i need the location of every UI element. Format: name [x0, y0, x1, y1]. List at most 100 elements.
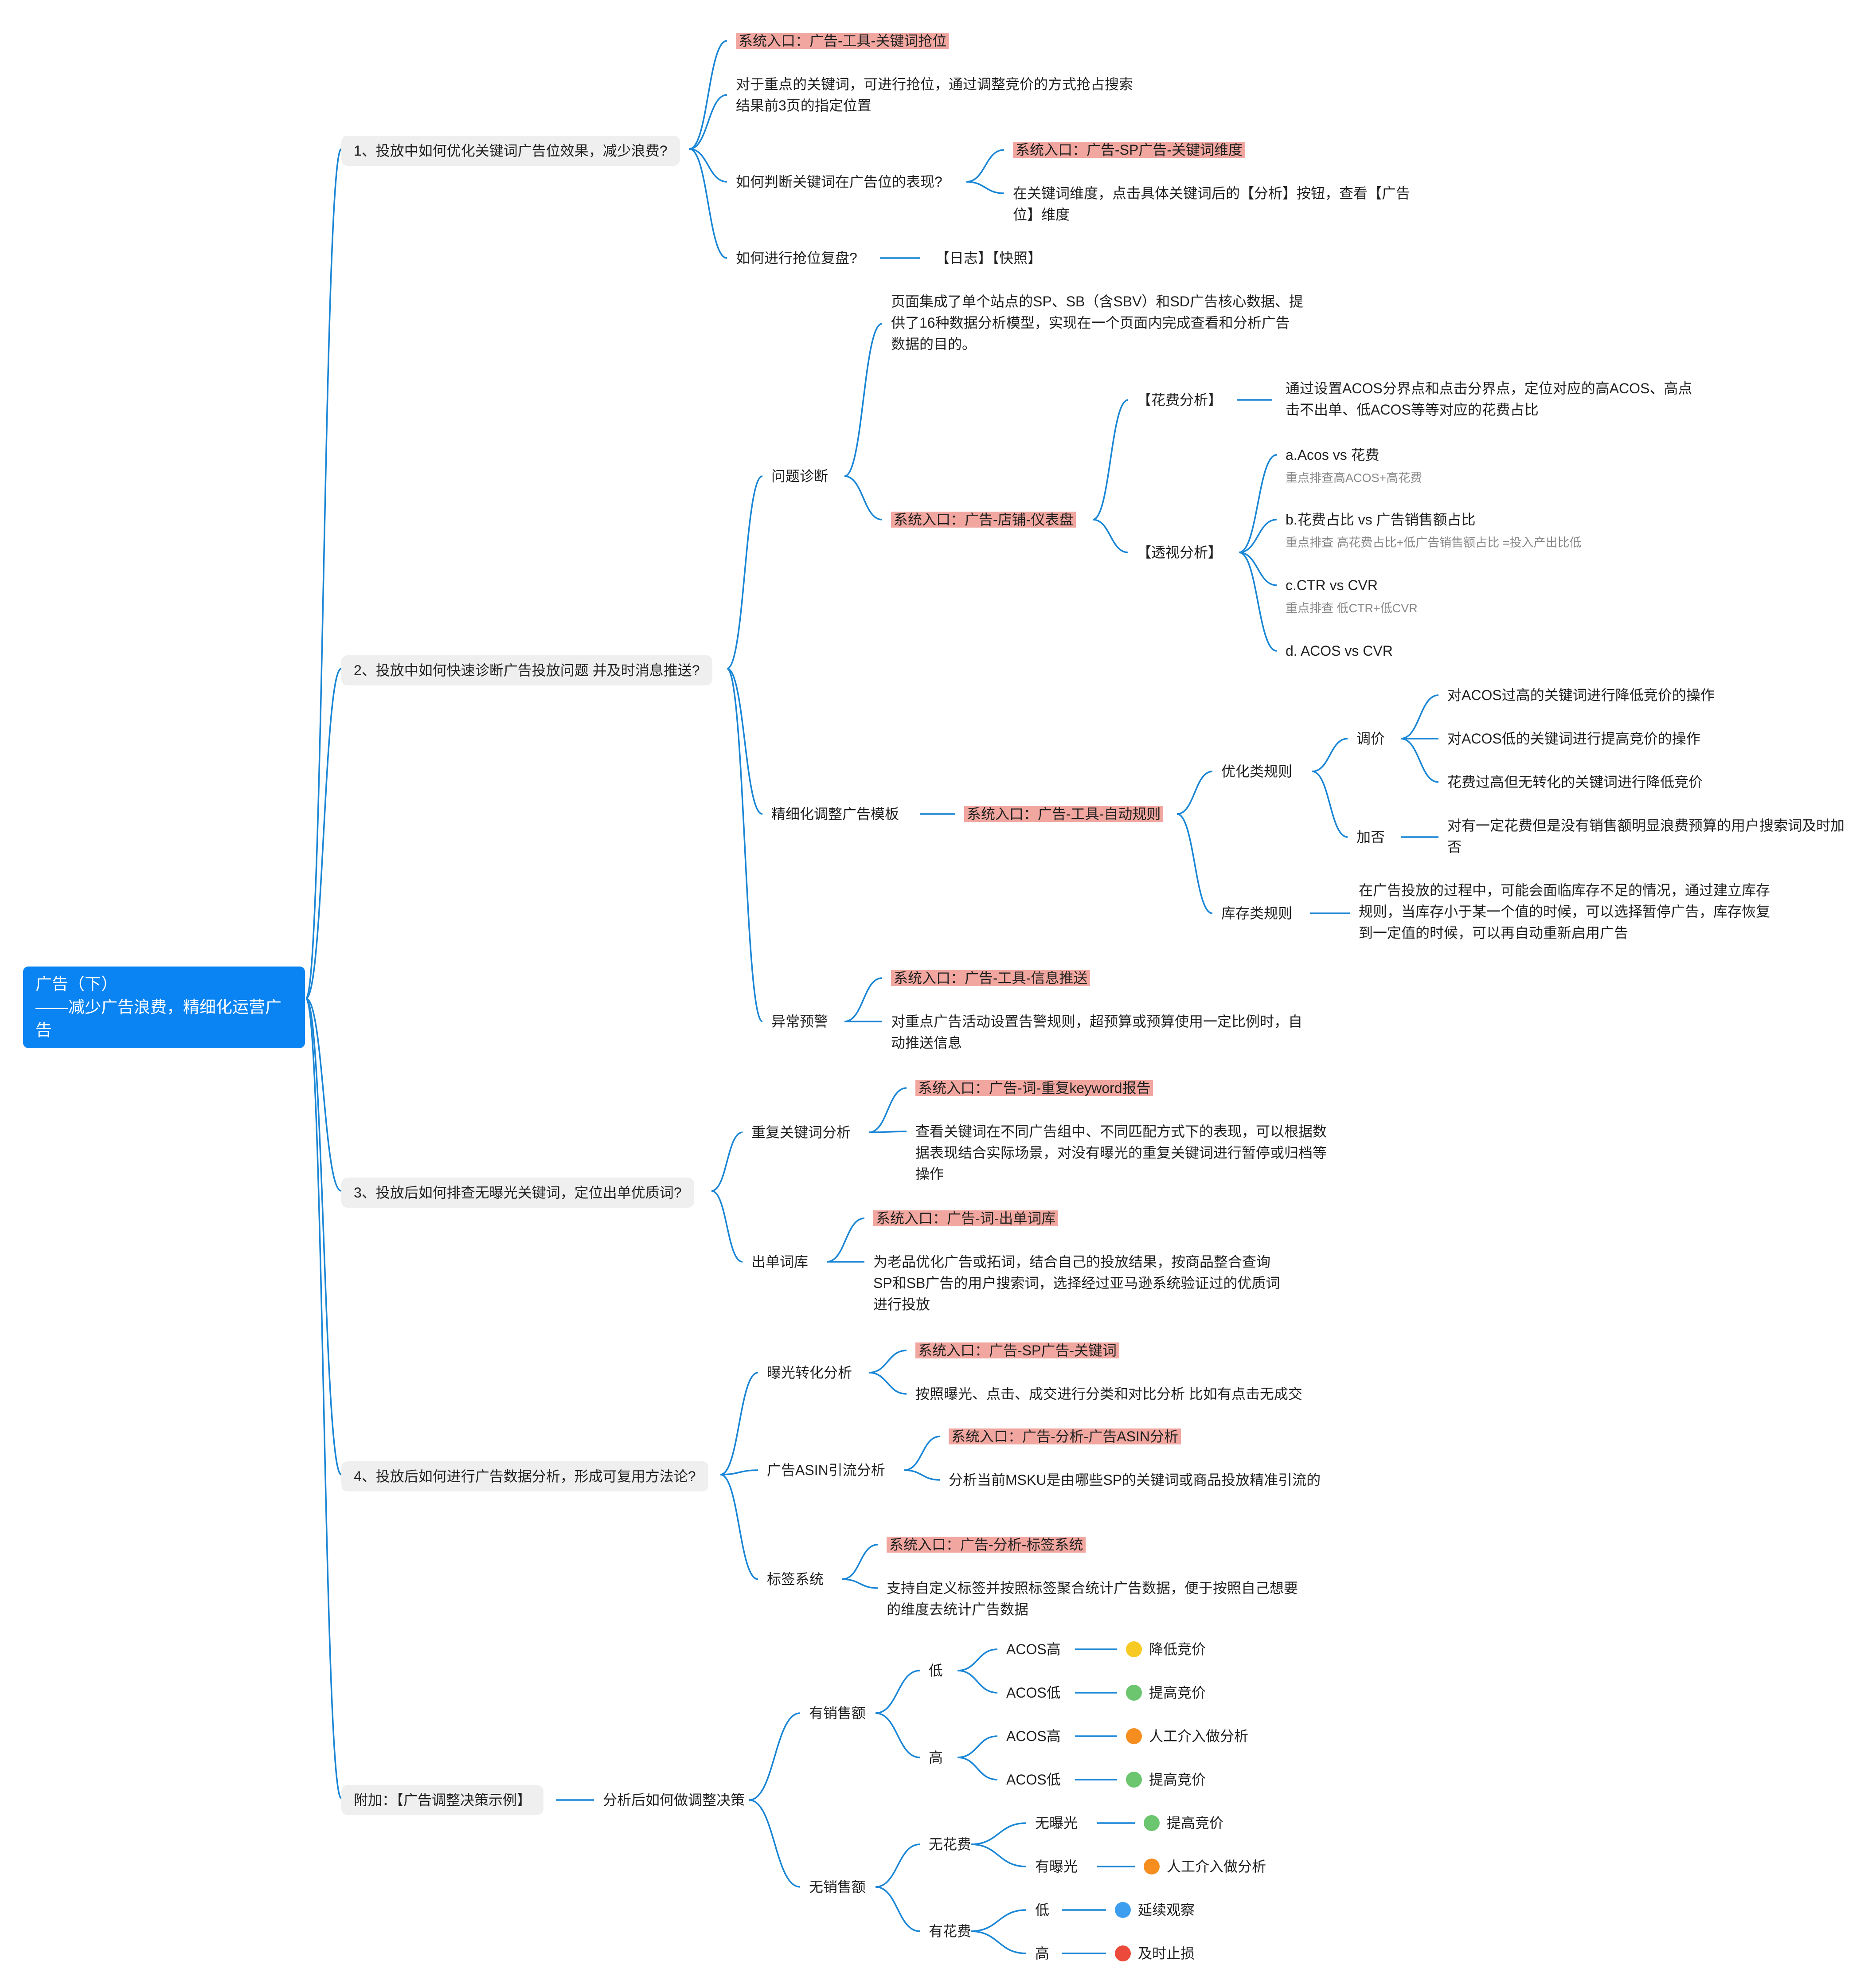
no-spend[interactable]: 无花费 — [929, 1836, 972, 1852]
inventory-desc: 在广告投放的过程中，可能会面临库存不足的情况，通过建立库存规则，当库存小于某一个… — [1359, 882, 1770, 941]
dup-keyword[interactable]: 重复关键词分析 — [751, 1124, 851, 1140]
connector — [305, 998, 342, 1192]
sales-low[interactable]: 低 — [929, 1663, 943, 1679]
connector — [1239, 454, 1277, 553]
entry-keyword-grab[interactable]: 系统入口：广告-工具-关键词抢位 — [736, 30, 950, 51]
green-marker-icon — [1144, 1815, 1160, 1831]
entry-dup-report[interactable]: 系统入口：广告-词-重复keyword报告 — [915, 1077, 1153, 1099]
topic-diagnose[interactable]: 2、投放中如何快速诊断广告投放问题 并及时消息推送? — [341, 655, 712, 685]
connector — [305, 668, 342, 999]
entry-sp-kw[interactable]: 系统入口：广告-SP广告-关键词 — [915, 1340, 1120, 1361]
order-lib[interactable]: 出单词库 — [751, 1254, 809, 1270]
no-exposure: 无曝光 — [1035, 1815, 1078, 1831]
yellow-marker-icon — [1126, 1641, 1142, 1657]
entry-highlight: 系统入口：广告-工具-自动规则 — [964, 806, 1164, 822]
exposure-analysis[interactable]: 曝光转化分析 — [767, 1365, 852, 1381]
connector — [875, 1670, 920, 1714]
spend-high: 高 — [1035, 1945, 1050, 1961]
connector — [1400, 738, 1439, 783]
entry-dashboard[interactable]: 系统入口：广告-店铺-仪表盘 — [891, 509, 1076, 530]
desc-keyword-grab: 对于重点的关键词，可进行抢位，通过调整竞价的方式抢占搜索结果前3页的指定位置 — [736, 76, 1133, 113]
connector — [1400, 694, 1439, 740]
desc-analysis-button: 在关键词维度，点击具体关键词后的【分析】按钮，查看【广告位】维度 — [1013, 185, 1411, 223]
connector — [957, 1757, 998, 1781]
result-raise-bid: 提高竞价 — [1167, 1815, 1224, 1831]
judge-keyword-position[interactable]: 如何判断关键词在广告位的表现? — [736, 174, 942, 190]
blue-marker-icon — [1115, 1902, 1131, 1918]
template-adjust[interactable]: 精细化调整广告模板 — [771, 806, 899, 822]
bid-adjust-2: 对ACOS低的关键词进行提高竞价的操作 — [1447, 731, 1700, 747]
connector — [904, 1469, 940, 1481]
connector — [966, 181, 1004, 194]
bid-adjust[interactable]: 调价 — [1356, 731, 1385, 747]
entry-highlight: 系统入口：广告-工具-信息推送 — [891, 970, 1090, 986]
connector — [305, 998, 342, 1799]
entry-order-lib[interactable]: 系统入口：广告-词-出单词库 — [873, 1208, 1059, 1229]
connector — [842, 1578, 878, 1589]
anomaly-alert[interactable]: 异常预警 — [771, 1014, 829, 1029]
has-spend[interactable]: 有花费 — [929, 1923, 972, 1939]
low-acos-low: ACOS低 — [1006, 1685, 1061, 1701]
entry-tag[interactable]: 系统入口：广告-分析-标签系统 — [887, 1534, 1086, 1555]
no-sales[interactable]: 无销售额 — [809, 1879, 866, 1895]
high-acos-high: ACOS高 — [1006, 1728, 1061, 1744]
result-keep-watching: 延续观察 — [1138, 1902, 1195, 1918]
asin-desc: 分析当前MSKU是由哪些SP的关键词或商品投放精准引流的 — [949, 1472, 1321, 1488]
connector — [1176, 813, 1213, 914]
connector — [305, 148, 342, 999]
entry-highlight: 系统入口：广告-分析-标签系统 — [887, 1537, 1086, 1553]
decision-after-analysis[interactable]: 分析后如何做调整决策 — [603, 1792, 745, 1808]
connector — [1239, 519, 1277, 553]
entry-sp-keyword[interactable]: 系统入口：广告-SP广告-关键词维度 — [1013, 139, 1246, 160]
result-manual-analysis: 人工介入做分析 — [1149, 1728, 1249, 1744]
spend-desc: 通过设置ACOS分界点和点击分界点，定位对应的高ACOS、高点击不出单、低ACO… — [1286, 380, 1692, 418]
perspective-analysis[interactable]: 【透视分析】 — [1137, 544, 1223, 560]
entry-asin[interactable]: 系统入口：广告-分析-广告ASIN分析 — [949, 1426, 1181, 1447]
negate[interactable]: 加否 — [1356, 829, 1385, 845]
connector — [720, 1469, 758, 1475]
topic-data-analysis[interactable]: 4、投放后如何进行广告数据分析，形成可复用方法论? — [341, 1461, 708, 1491]
diag-desc: 页面集成了单个站点的SP、SB（含SBV）和SD广告核心数据、提供了16种数据分… — [891, 294, 1303, 352]
optimize-rules[interactable]: 优化类规则 — [1221, 763, 1293, 779]
inventory-rules[interactable]: 库存类规则 — [1221, 905, 1293, 921]
connector — [305, 998, 342, 1475]
log-snapshot: 【日志】【快照】 — [935, 250, 1042, 266]
connector — [1176, 771, 1213, 815]
dup-desc: 查看关键词在不同广告组中、不同匹配方式下的表现，可以根据数据表现结合实际场景，对… — [915, 1123, 1327, 1182]
connector — [749, 1712, 801, 1801]
connector — [970, 1909, 1027, 1932]
entry-push[interactable]: 系统入口：广告-工具-信息推送 — [891, 967, 1090, 989]
topic-keyword-position[interactable]: 1、投放中如何优化关键词广告位效果，减少浪费? — [341, 136, 680, 166]
connector — [868, 1131, 907, 1133]
entry-highlight: 系统入口：广告-店铺-仪表盘 — [891, 512, 1076, 528]
connector — [875, 1886, 920, 1932]
connector — [868, 1350, 907, 1374]
review-position[interactable]: 如何进行抢位复盘? — [736, 250, 857, 266]
result-raise-bid: 提高竞价 — [1149, 1685, 1206, 1701]
problem-diagnosis[interactable]: 问题诊断 — [771, 468, 829, 484]
connector — [1312, 771, 1348, 838]
tag-system[interactable]: 标签系统 — [767, 1571, 824, 1587]
spend-analysis[interactable]: 【花费分析】 — [1137, 392, 1223, 408]
topic-no-exposure[interactable]: 3、投放后如何排查无曝光关键词，定位出单优质词? — [341, 1178, 694, 1208]
persp-a-note: 重点排查高ACOS+高花费 — [1286, 471, 1423, 485]
connector — [1092, 399, 1129, 520]
alert-desc: 对重点广告活动设置告警规则，超预算或预算使用一定比例时，自动推送信息 — [891, 1014, 1303, 1051]
high-acos-low: ACOS低 — [1006, 1772, 1061, 1788]
connector — [749, 1799, 801, 1888]
entry-auto-rules[interactable]: 系统入口：广告-工具-自动规则 — [964, 803, 1164, 825]
persp-a: a.Acos vs 花费 — [1286, 447, 1380, 463]
topic-decision-example[interactable]: 附加：【广告调整决策示例】 — [341, 1785, 544, 1815]
connector — [1239, 552, 1277, 652]
green-marker-icon — [1126, 1685, 1142, 1701]
asin-analysis[interactable]: 广告ASIN引流分析 — [767, 1462, 885, 1478]
has-sales[interactable]: 有销售额 — [809, 1705, 866, 1721]
sales-high[interactable]: 高 — [929, 1749, 943, 1765]
root-node[interactable]: 广告（下） ——减少广告浪费，精细化运营广告 — [23, 967, 305, 1048]
connector — [689, 148, 727, 259]
connector — [875, 1843, 920, 1888]
connector — [1092, 519, 1129, 553]
persp-c: c.CTR vs CVR — [1286, 577, 1378, 593]
